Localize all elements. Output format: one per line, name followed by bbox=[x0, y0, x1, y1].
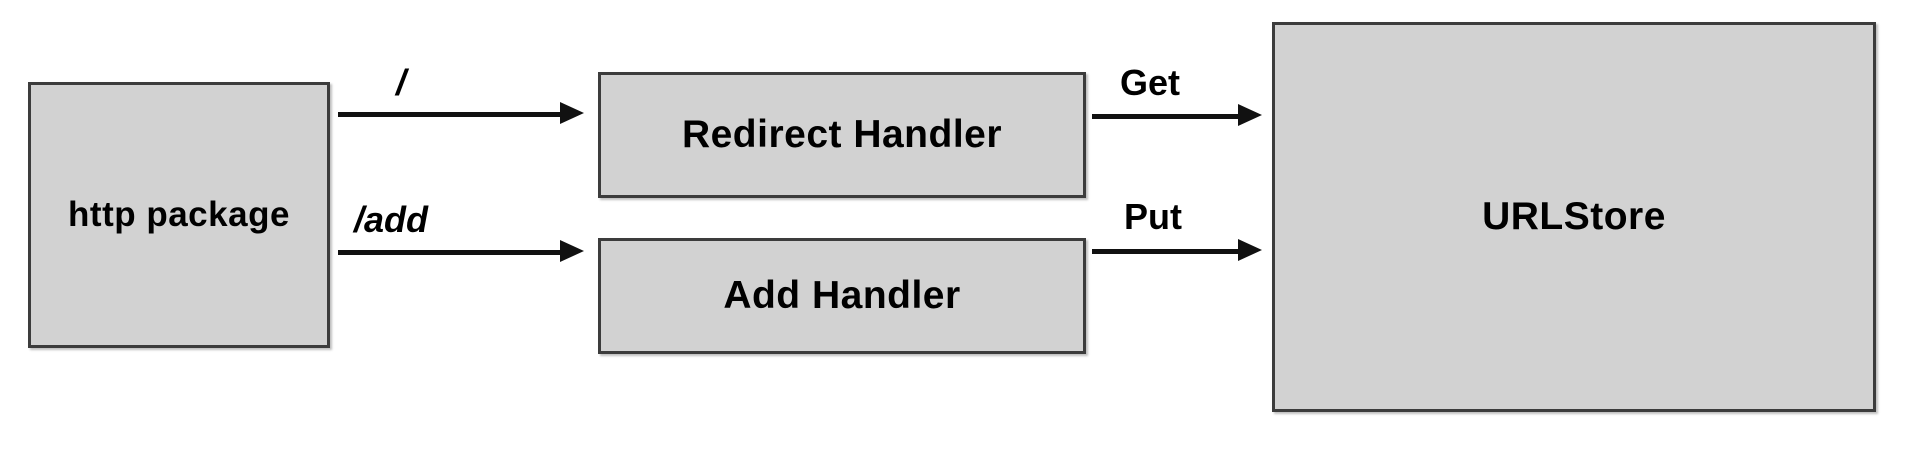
node-redirect-handler[interactable]: Redirect Handler bbox=[598, 72, 1086, 198]
edge-get-line bbox=[1092, 114, 1244, 119]
node-add-handler[interactable]: Add Handler bbox=[598, 238, 1086, 354]
node-http-package[interactable]: http package bbox=[28, 82, 330, 348]
edge-get-label: Get bbox=[1120, 62, 1181, 103]
edge-root-label: / bbox=[396, 62, 407, 103]
node-urlstore[interactable]: URLStore bbox=[1272, 22, 1876, 412]
node-http-package-label: http package bbox=[68, 195, 290, 234]
edge-root-line bbox=[338, 112, 566, 117]
node-urlstore-label: URLStore bbox=[1482, 195, 1666, 238]
arrow-head-icon bbox=[560, 102, 584, 124]
arrow-head-icon bbox=[1238, 104, 1262, 126]
edge-root: / bbox=[338, 60, 600, 140]
node-add-handler-label: Add Handler bbox=[723, 274, 961, 317]
edge-add-line bbox=[338, 250, 566, 255]
edge-put-label: Put bbox=[1124, 196, 1182, 237]
edge-get: Get bbox=[1092, 62, 1278, 142]
arrow-head-icon bbox=[1238, 239, 1262, 261]
arrow-head-icon bbox=[560, 240, 584, 262]
edge-add-label: /add bbox=[354, 199, 429, 240]
edge-put-line bbox=[1092, 249, 1244, 254]
node-redirect-handler-label: Redirect Handler bbox=[681, 113, 1003, 156]
edge-put: Put bbox=[1092, 194, 1278, 279]
edge-add: /add bbox=[338, 195, 600, 280]
